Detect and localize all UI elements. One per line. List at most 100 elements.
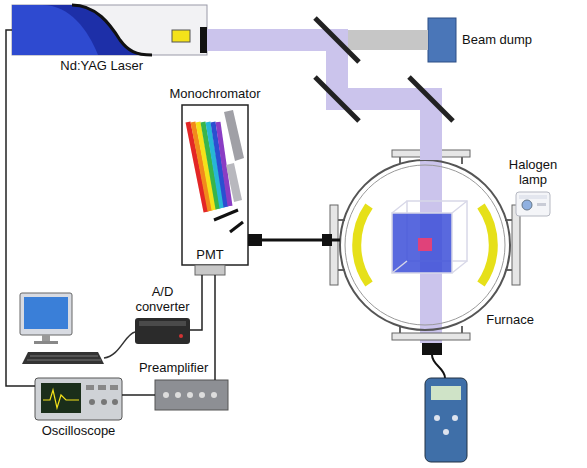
furnace-chamber <box>461 326 463 333</box>
computer <box>104 332 135 358</box>
laser-body <box>12 5 98 55</box>
ad-converter: A/D converter <box>135 318 190 344</box>
oscilloscope-body <box>101 399 107 405</box>
sample-cube <box>392 213 452 273</box>
computer <box>20 293 72 335</box>
preamplifier: Preamplifier <box>155 380 228 410</box>
power-meter <box>452 415 458 421</box>
sample-cube <box>452 201 467 213</box>
oscilloscope-body <box>98 385 106 390</box>
oscilloscope-body <box>110 385 118 390</box>
optical-fiber <box>248 239 340 242</box>
preamplifier-box <box>199 392 205 398</box>
power-meter <box>432 355 445 378</box>
preamplifier-box <box>211 392 217 398</box>
halogen-lamp-icon <box>522 200 532 210</box>
computer <box>42 335 50 341</box>
halogen-lamp-icon <box>537 203 546 206</box>
monochromator-housing <box>218 122 230 206</box>
signal-wire <box>190 275 202 330</box>
mirror <box>409 77 453 121</box>
sample-cube <box>392 261 407 273</box>
laser-source: Nd:YAG Laser <box>12 5 207 55</box>
device-label: Monochromator <box>169 87 260 102</box>
laser-body <box>172 30 190 42</box>
computer <box>24 297 68 329</box>
signal-wire <box>122 394 155 396</box>
device-label: PMT <box>196 248 223 263</box>
oscilloscope-body <box>89 399 95 405</box>
oscilloscope-body <box>43 390 79 408</box>
device-label: A/D converter <box>130 285 196 315</box>
ad-converter-box <box>135 318 190 344</box>
preamplifier-box <box>155 380 228 410</box>
signal-wire <box>6 30 35 386</box>
oscilloscope: Oscilloscope <box>35 378 122 420</box>
device-label: Nd:YAG Laser <box>60 59 143 74</box>
device-label: Preamplifier <box>139 361 208 376</box>
preamplifier-box <box>163 392 169 398</box>
mirror <box>315 18 359 62</box>
power-meter <box>422 343 467 462</box>
laser-body <box>200 27 207 53</box>
beam-dump: Beam dump <box>428 18 456 62</box>
laser-body <box>12 5 152 55</box>
sample-cube <box>418 238 432 251</box>
laser-body <box>72 5 152 55</box>
halogen-lamp: Halogen lamp <box>516 192 550 216</box>
sample-cube <box>392 201 467 273</box>
power-meter <box>431 386 461 400</box>
mirror <box>315 77 359 121</box>
furnace: Furnace <box>340 160 510 330</box>
monochromator-housing <box>182 105 248 265</box>
oscilloscope-body <box>86 385 94 390</box>
halogen-lamp-icon <box>516 192 550 216</box>
computer <box>20 293 135 364</box>
furnace-chamber <box>392 333 470 340</box>
ad-converter-box <box>179 334 183 338</box>
pmt-tube <box>195 265 225 275</box>
furnace-chamber <box>330 150 520 340</box>
computer <box>27 360 101 361</box>
device-label: Oscilloscope <box>42 424 116 439</box>
laser-body <box>12 5 207 55</box>
power-meter <box>422 343 442 355</box>
signal-wire <box>214 275 216 380</box>
oscilloscope-body <box>35 378 122 420</box>
ad-converter-box <box>135 318 190 344</box>
sample-cube <box>452 261 467 273</box>
power-meter <box>443 429 449 435</box>
furnace-chamber <box>340 160 510 330</box>
power-meter <box>425 378 467 462</box>
monochromator-housing <box>226 163 242 202</box>
monochromator: Monochromator <box>182 105 248 265</box>
monochromator-housing <box>224 110 244 161</box>
computer <box>30 356 98 357</box>
laser-body <box>12 5 207 55</box>
furnace-chamber <box>461 157 463 164</box>
mirror <box>315 18 453 121</box>
power-meter <box>434 415 440 421</box>
beam-dump-block <box>428 18 456 62</box>
sample-cube <box>392 201 407 213</box>
halogen-lamp-icon <box>519 195 547 199</box>
pmt-tube <box>195 265 225 275</box>
ad-converter-box <box>139 321 186 326</box>
preamplifier-box <box>155 380 228 410</box>
monochromator-housing <box>214 210 238 220</box>
beam-dump-block <box>428 18 456 62</box>
monochromator-housing <box>230 222 243 232</box>
preamplifier-box <box>175 392 181 398</box>
pmt-detector: PMT <box>195 265 225 275</box>
device-label: Halogen lamp <box>502 158 564 188</box>
furnace-chamber <box>345 165 505 325</box>
device-label: Beam dump <box>462 33 532 48</box>
preamplifier-box <box>187 392 193 398</box>
furnace-chamber <box>481 206 493 284</box>
computer <box>22 352 104 364</box>
furnace-chamber <box>512 205 520 285</box>
oscilloscope-body <box>112 399 118 405</box>
oscilloscope-body <box>41 383 81 413</box>
furnace-chamber <box>357 206 369 284</box>
